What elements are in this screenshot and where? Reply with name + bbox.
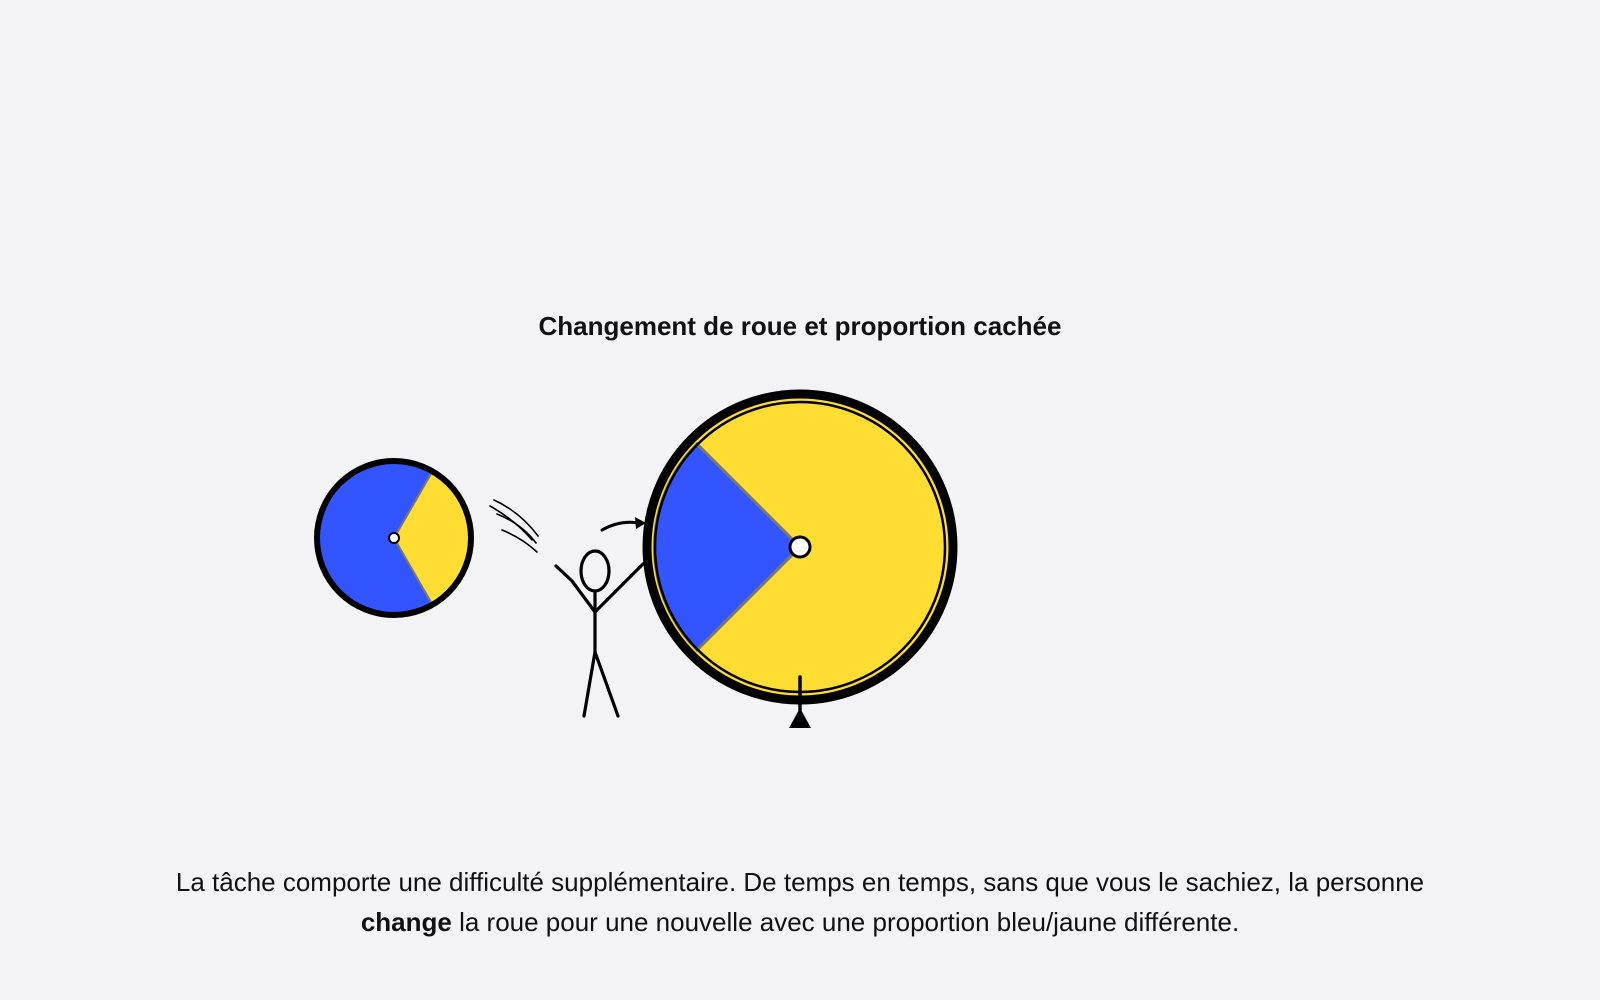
motion-lines-icon [489, 499, 539, 553]
stick-figure-left-arm [554, 564, 597, 614]
old-wheel-rim [314, 458, 474, 618]
stick-figure-right-leg [593, 650, 620, 718]
stick-figure-right-arm [593, 562, 645, 614]
old-wheel-hub [388, 532, 400, 544]
caption-line-1: La tâche comporte une difficulté supplém… [175, 867, 1425, 897]
caption-line-2: change la roue pour une nouvelle avec un… [0, 902, 1600, 942]
stick-figure-left-leg [582, 650, 597, 718]
new-wheel-hub [788, 535, 812, 559]
stick-figure-head [579, 549, 611, 593]
diagram-title: Changement de roue et proportion cachée [538, 311, 1062, 341]
new-wheel-icon [642, 389, 958, 705]
caption: La tâche comporte une difficulté supplém… [0, 862, 1600, 942]
caption-emphasis: change [360, 907, 452, 937]
pointer-icon [789, 675, 811, 728]
caption-line-2-rest: la roue pour une nouvelle avec une propo… [451, 907, 1240, 937]
stick-figure-icon [554, 549, 645, 718]
old-wheel-icon [314, 458, 474, 618]
swap-arrow-icon [600, 517, 646, 532]
